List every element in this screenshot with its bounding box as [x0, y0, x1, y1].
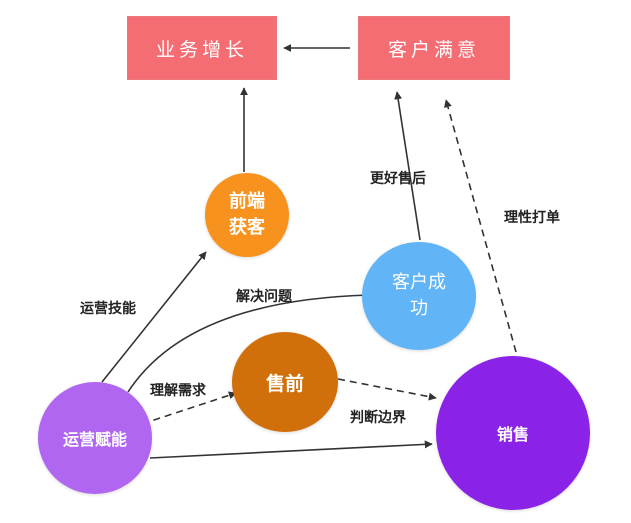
node-customer-success-line1: 客户成 [392, 271, 446, 293]
label-ops-skills: 运营技能 [80, 301, 136, 317]
label-judge-boundaries: 判断边界 [350, 410, 406, 426]
edge-presales-to-sales [337, 378, 437, 401]
node-frontend-acquisition-line2: 获客 [229, 217, 265, 238]
node-customer-success-line2: 功 [410, 298, 428, 319]
label-understand-needs: 理解需求 [150, 383, 206, 399]
node-customer-satisfaction: 客户满意 [358, 16, 510, 80]
edge-sales-to-satisfaction [444, 99, 517, 353]
edge-ops-to-success [127, 291, 371, 393]
node-frontend-acquisition-line1: 前端 [229, 190, 265, 212]
edge-success-to-satisfaction [394, 91, 421, 241]
node-business-growth: 业务增长 [127, 16, 277, 80]
label-better-after-sales: 更好售后 [370, 171, 426, 187]
label-solve-problems: 解决问题 [236, 289, 292, 305]
node-presales: 售前 [232, 332, 338, 432]
edge-ops-to-acquisition [101, 251, 207, 383]
node-sales: 销售 [436, 356, 590, 510]
node-frontend-acquisition: 前端 获客 [205, 173, 289, 257]
label-rational-closing: 理性打单 [504, 210, 560, 226]
node-ops-enablement: 运营赋能 [38, 382, 152, 494]
node-customer-success: 客户成 功 [362, 242, 476, 350]
edge-ops-to-presales [141, 391, 237, 425]
edge-ops-to-sales [149, 440, 433, 459]
